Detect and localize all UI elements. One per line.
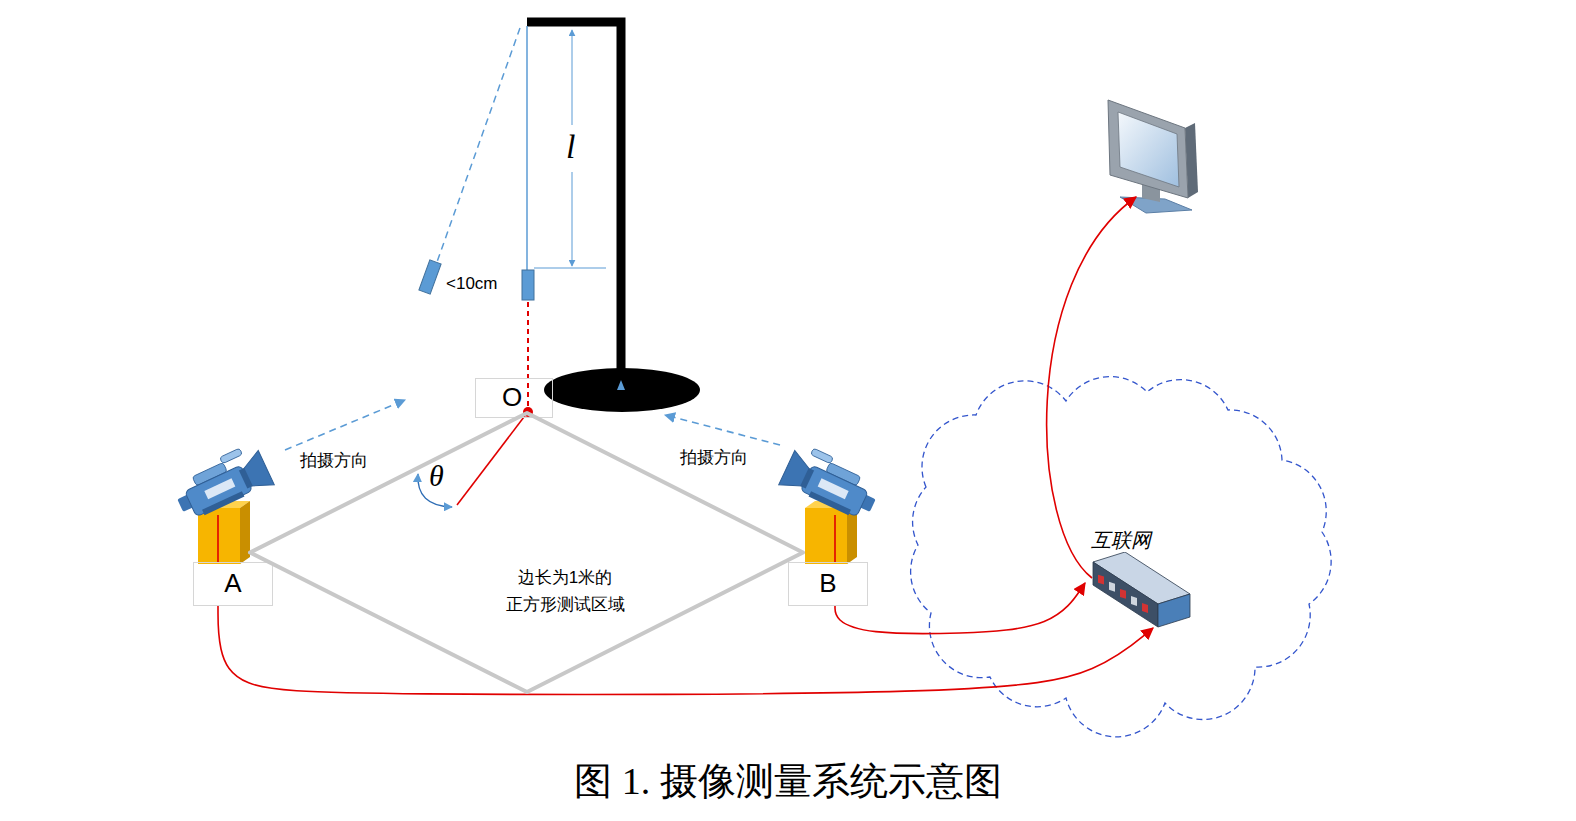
camera-mic xyxy=(811,448,834,464)
origin-label-box: O xyxy=(475,378,553,418)
camera-body xyxy=(185,465,253,517)
video-camera xyxy=(779,441,884,524)
direction-label: 拍摄方向 xyxy=(300,449,368,472)
label-anchor: l xyxy=(563,128,578,166)
switch-port xyxy=(1098,575,1104,585)
swing-bob-shape xyxy=(419,260,441,294)
network-switch: 互联网 xyxy=(1085,528,1197,628)
box-text-holder: O xyxy=(502,383,522,413)
cable-connector xyxy=(835,583,1085,634)
label-anchor: <10cm xyxy=(446,274,498,294)
diamond-outline xyxy=(250,413,803,692)
camera-lens-ring xyxy=(800,468,814,489)
switch-port xyxy=(1131,596,1137,606)
node-text: B xyxy=(819,569,836,599)
figure-caption: 图 1. 摄像测量系统示意图 xyxy=(574,756,1002,807)
angle-ray xyxy=(457,413,527,505)
label-anchor: 拍摄方向 xyxy=(680,446,748,469)
stand-frame xyxy=(527,22,621,386)
pendulum-string xyxy=(526,26,528,270)
switch-port xyxy=(1120,589,1126,599)
camera-label-box: B xyxy=(788,562,868,606)
camera-panel xyxy=(818,478,849,499)
camera-base xyxy=(809,491,851,515)
dimension-tick xyxy=(534,268,606,269)
node-text: 互联网 xyxy=(1085,528,1197,552)
camera-lens xyxy=(238,450,274,494)
camera-panel xyxy=(204,478,235,499)
swing-string xyxy=(437,28,520,262)
stand-foot-mark xyxy=(617,380,625,390)
box-text-holder: B xyxy=(819,569,836,599)
length-symbol: l xyxy=(563,128,578,166)
dimension-line xyxy=(572,172,573,266)
shooting-direction-arrow xyxy=(665,415,780,445)
plumb-line xyxy=(527,302,529,408)
switch-icon xyxy=(1085,552,1195,628)
node-text: O xyxy=(502,383,522,413)
stand-base xyxy=(544,368,700,412)
network-link xyxy=(1047,197,1136,578)
dimension-line xyxy=(572,30,573,125)
area-text-holder: 边长为1米的 正方形测试区域 xyxy=(490,564,640,618)
cable-connector xyxy=(218,606,1153,695)
camera-mic xyxy=(220,448,243,464)
switch-end xyxy=(1158,594,1190,627)
shooting-direction-arrow xyxy=(285,400,405,450)
stand-front xyxy=(805,508,847,564)
camera-cable xyxy=(834,515,836,562)
camera-lens xyxy=(779,450,815,494)
switch-port xyxy=(1109,582,1115,592)
monitor-icon xyxy=(1108,100,1198,213)
label-anchor: θ xyxy=(429,459,444,493)
direction-label: 拍摄方向 xyxy=(680,446,748,469)
switch-port xyxy=(1142,603,1148,613)
monitor-frame xyxy=(1108,100,1188,198)
stand-side xyxy=(240,501,250,564)
caption-anchor: 图 1. 摄像测量系统示意图 xyxy=(0,756,1576,807)
camera-lens-ring xyxy=(239,468,253,489)
camera-label-box: A xyxy=(193,562,273,606)
angle-symbol: θ xyxy=(429,459,444,493)
internet-cloud xyxy=(911,377,1332,737)
camera-base xyxy=(202,491,244,515)
stand-front xyxy=(198,508,240,564)
label-anchor: 拍摄方向 xyxy=(300,449,368,472)
swing-bob xyxy=(419,260,441,294)
box-text-holder: A xyxy=(224,569,241,599)
pendulum-bob xyxy=(522,270,534,300)
node-text: 边长为1米的 正方形测试区域 xyxy=(490,564,640,618)
camera-cable xyxy=(217,515,219,562)
switch-front xyxy=(1093,562,1158,627)
video-camera xyxy=(169,441,274,524)
amplitude-note: <10cm xyxy=(446,274,498,294)
camera-body xyxy=(800,465,868,517)
node-text: A xyxy=(224,569,241,599)
monitor-screen xyxy=(1118,112,1179,187)
